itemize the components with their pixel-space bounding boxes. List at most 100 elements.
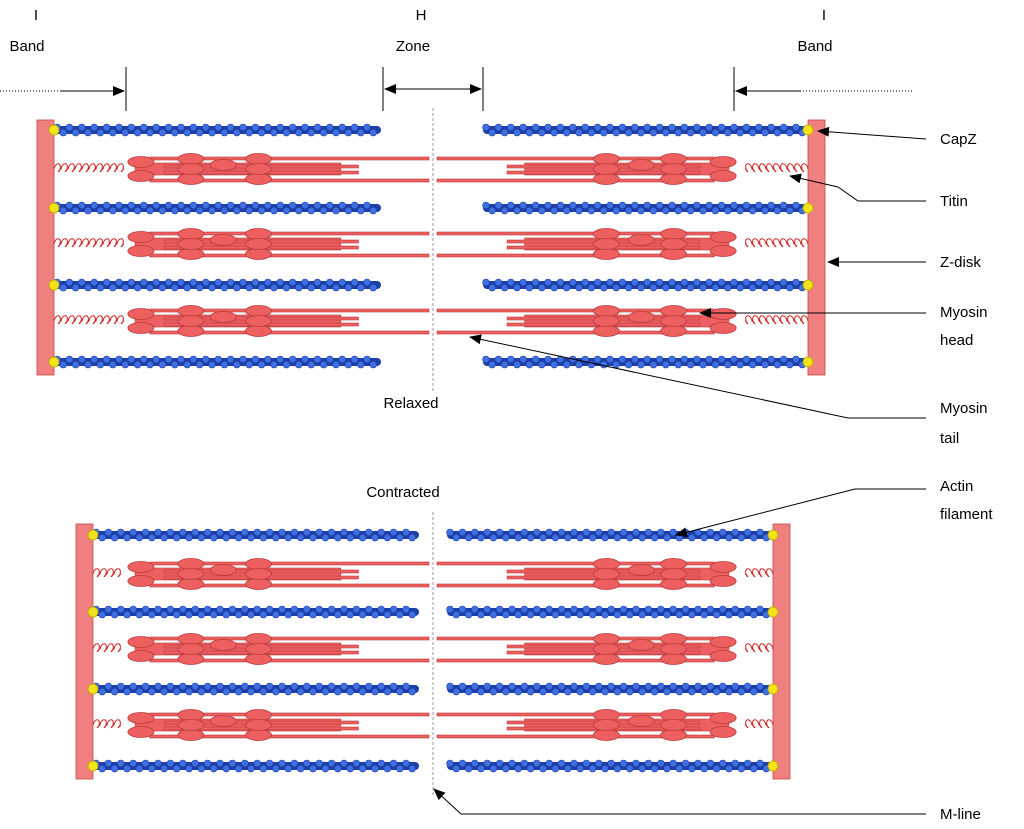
actin-bead [736, 360, 744, 369]
actin-bead [203, 759, 212, 768]
actin-bead [96, 128, 105, 137]
actin-bead [725, 533, 733, 542]
actin-bead [338, 123, 346, 132]
myosin-head [127, 308, 155, 320]
actin-bead [133, 128, 142, 137]
actin-bead [686, 360, 695, 369]
actin-bead [146, 360, 154, 369]
actin-bead [638, 610, 646, 619]
actin-bead [655, 123, 664, 132]
actin-bead [251, 201, 260, 210]
actin-bead [319, 283, 328, 292]
myosin-head [592, 729, 620, 741]
actin-bead [98, 610, 106, 619]
actin-bead [171, 206, 179, 215]
actin-bead [755, 123, 763, 132]
actin-bead [650, 764, 659, 773]
actin-bead [637, 206, 645, 215]
actin-bead [233, 283, 241, 292]
actin-bead [115, 201, 123, 210]
actin-bead [152, 355, 160, 364]
myosin-head [660, 558, 687, 570]
actin-bead [171, 128, 179, 137]
myosin-head [245, 653, 272, 665]
actin-bead [358, 610, 367, 619]
actin-bead [135, 610, 144, 619]
actin-bead [210, 610, 218, 619]
actin-bead [619, 605, 628, 614]
actin-bead [719, 682, 727, 691]
myosin-head [709, 726, 737, 738]
actin-bead [234, 687, 243, 696]
actin-bead [767, 278, 775, 287]
actin-bead [712, 687, 721, 696]
actin-bead [675, 764, 684, 773]
actin-bead [502, 533, 510, 542]
actin-bead [581, 278, 589, 287]
actin-bead [160, 533, 168, 542]
actin-bead [593, 201, 602, 210]
actin-filament-right [482, 201, 808, 215]
actin-bead [340, 605, 348, 614]
actin-bead [135, 687, 144, 696]
actin-bead [160, 687, 168, 696]
actin-bead [288, 355, 297, 364]
actin-bead [643, 278, 651, 287]
actin-bead [452, 610, 460, 619]
actin-bead [494, 355, 503, 364]
actin-bead [533, 605, 541, 614]
actin-bead [706, 682, 715, 691]
actin-filament-left [92, 605, 419, 619]
actin-bead [363, 355, 371, 364]
actin-bead [471, 759, 479, 768]
myosin-head [709, 636, 737, 648]
actin-bead [612, 206, 620, 215]
myosin-head [245, 568, 272, 580]
actin-bead [494, 201, 503, 210]
actin-bead [655, 355, 664, 364]
actin-bead [290, 605, 299, 614]
actin-bead [686, 128, 695, 137]
actin-bead [350, 201, 359, 210]
actin-bead [197, 687, 206, 696]
actin-bead [110, 764, 119, 773]
actin-bead [185, 687, 193, 696]
actin-bead [303, 605, 311, 614]
myosin-tail [436, 330, 715, 335]
band-dimension-lines [0, 67, 912, 111]
actin-bead [643, 123, 651, 132]
actin-bead [327, 682, 336, 691]
capz-cap [767, 760, 779, 772]
actin-bead [84, 283, 92, 292]
myosin-head [709, 561, 737, 573]
actin-bead [655, 201, 664, 210]
actin-bead [513, 360, 521, 369]
myosin-head [660, 633, 687, 645]
actin-bead [276, 123, 284, 132]
actin-bead [488, 206, 496, 215]
actin-bead [575, 206, 583, 215]
actin-bead [319, 128, 328, 137]
actin-bead [581, 123, 589, 132]
actin-bead [533, 528, 541, 537]
actin-bead [313, 123, 322, 132]
actin-bead [233, 360, 241, 369]
actin-bead [773, 283, 782, 292]
actin-bead [270, 283, 278, 292]
actin-bead [508, 759, 516, 768]
actin-bead [222, 533, 230, 542]
actin-bead [202, 123, 210, 132]
actin-bead [334, 764, 342, 773]
actin-bead [303, 682, 311, 691]
actin-bead [148, 610, 156, 619]
actin-bead [488, 360, 496, 369]
myosin-half-right [436, 558, 737, 590]
myosin-head [209, 234, 237, 246]
actin-bead [146, 283, 154, 292]
actin-bead [154, 759, 162, 768]
actin-bead [725, 610, 733, 619]
actin-bead [59, 283, 67, 292]
actin-bead [247, 610, 255, 619]
actin-bead [84, 360, 92, 369]
myosin-tail [149, 734, 430, 739]
